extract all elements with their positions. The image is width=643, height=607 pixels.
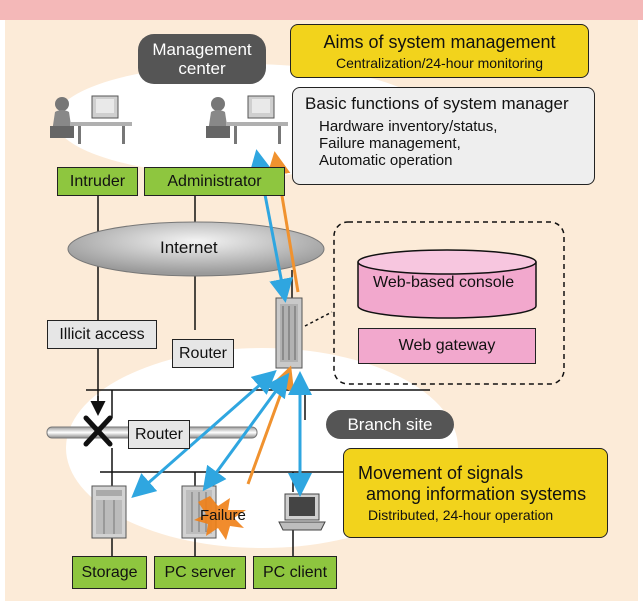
router-label: Router	[172, 339, 234, 368]
internet-label: Internet	[160, 238, 218, 257]
cross-mark-icon	[83, 415, 113, 447]
illicit-access-label: Illicit access	[47, 320, 157, 349]
top-band	[0, 0, 643, 20]
database-cylinder-icon	[357, 249, 537, 319]
movement-box: Movement of signals among information sy…	[343, 448, 608, 538]
router-label: Router	[128, 420, 190, 449]
person-at-computer-icon	[206, 95, 288, 144]
basic-functions-box: Basic functions of system manager Hardwa…	[292, 87, 595, 185]
basic-functions-item: Hardware inventory/status,	[319, 118, 498, 135]
branch-site-badge: Branch site	[326, 410, 454, 439]
storage-label: Storage	[72, 556, 147, 589]
aims-box: Aims of system management Centralization…	[290, 24, 589, 78]
administrator-label: Administrator	[144, 167, 285, 196]
pc-client-label: PC client	[253, 556, 337, 589]
web-gateway-box: Web gateway	[358, 328, 536, 364]
aims-title: Aims of system management	[323, 31, 556, 52]
web-console-label: Web-based console	[373, 274, 515, 291]
basic-functions-item: Automatic operation	[319, 152, 453, 169]
movement-title: Movement of signals	[358, 463, 524, 483]
burst-icon	[194, 496, 246, 540]
intruder-label: Intruder	[57, 167, 138, 196]
pc-server-label: PC server	[154, 556, 246, 589]
movement-subtitle: Distributed, 24-hour operation	[368, 507, 554, 523]
aims-subtitle: Centralization/24-hour monitoring	[336, 54, 543, 71]
server-tower-icon	[275, 297, 303, 369]
person-at-computer-icon	[50, 95, 132, 144]
failure-label: Failure	[200, 507, 246, 524]
movement-title: among information systems	[366, 484, 587, 504]
basic-functions-title: Basic functions of system manager	[305, 94, 569, 113]
storage-unit-icon	[91, 485, 127, 539]
basic-functions-item: Failure management,	[319, 135, 461, 152]
web-console-group	[333, 221, 565, 385]
management-center-badge: Management center	[138, 34, 266, 84]
laptop-icon	[278, 493, 326, 531]
